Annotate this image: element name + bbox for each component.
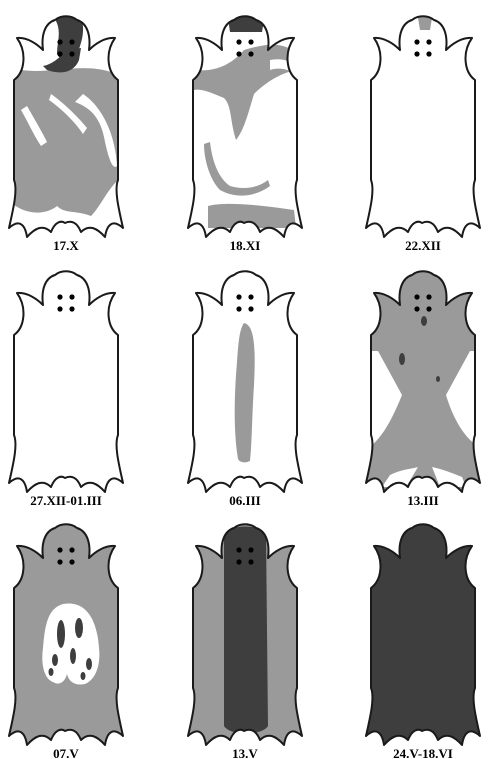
eye-dot <box>236 306 241 311</box>
eye-dot <box>414 306 419 311</box>
dark-spot <box>421 316 427 326</box>
pelt-panel: 27.XII-01.III <box>9 271 123 508</box>
eye-dot <box>248 39 253 44</box>
eye-dot <box>426 39 431 44</box>
eye-dot <box>426 51 431 56</box>
eye-dot <box>248 559 253 564</box>
pelt-panel: 07.V <box>9 524 123 759</box>
eye-dot <box>236 547 241 552</box>
eye-dot <box>248 547 253 552</box>
eye-dot <box>69 39 74 44</box>
eye-dot <box>57 547 62 552</box>
eye-dot <box>236 559 241 564</box>
eye-dot <box>414 294 419 299</box>
dark-spot <box>399 353 405 365</box>
dark-spot <box>52 654 58 666</box>
panel-caption: 06.III <box>229 493 260 508</box>
eye-dot <box>69 51 74 56</box>
panel-caption: 13.III <box>407 493 438 508</box>
eye-dot <box>57 559 62 564</box>
eye-dot <box>248 294 253 299</box>
panel-caption: 07.V <box>53 746 79 759</box>
pelt-panel: 22.XII <box>366 16 480 253</box>
dark-spot <box>81 672 86 680</box>
panel-caption: 17.X <box>53 238 79 253</box>
panel-caption: 13.V <box>232 746 258 759</box>
eye-dot <box>248 51 253 56</box>
panel-caption: 18.XI <box>230 238 261 253</box>
dark-spot <box>70 648 76 664</box>
eye-dot <box>236 294 241 299</box>
pelt-panel: 06.III <box>188 271 302 508</box>
eye-dot <box>57 39 62 44</box>
eye-dot <box>426 294 431 299</box>
eye-dot <box>248 306 253 311</box>
eye-dot <box>236 39 241 44</box>
eye-dot <box>69 547 74 552</box>
eye-dot <box>414 39 419 44</box>
eye-dot <box>69 306 74 311</box>
pelt-panel: 13.V <box>188 524 302 759</box>
pelt-body <box>366 16 480 237</box>
pelt-panel: 17.X <box>9 13 123 253</box>
pelt-panel: 13.III <box>366 271 480 508</box>
pelt-panel: 18.XI <box>188 14 302 253</box>
dark-spot <box>49 668 54 676</box>
eye-dot <box>69 294 74 299</box>
eye-dot <box>57 51 62 56</box>
eye-dot <box>236 51 241 56</box>
dark-spot <box>436 376 440 382</box>
panel-caption: 22.XII <box>405 238 441 253</box>
pelt-pattern <box>224 527 268 734</box>
dark-spot <box>57 620 65 648</box>
pelt-body <box>9 271 123 492</box>
eye-dot <box>69 559 74 564</box>
eye-dot <box>57 294 62 299</box>
eye-dot <box>414 51 419 56</box>
pelt-panel: 24.V-18.VI <box>366 524 480 759</box>
panel-caption: 24.V-18.VI <box>393 746 453 759</box>
eye-dot <box>57 306 62 311</box>
dark-spot <box>75 618 83 638</box>
pelt-body <box>366 524 480 745</box>
eye-dot <box>426 306 431 311</box>
dark-spot <box>86 658 92 670</box>
panel-caption: 27.XII-01.III <box>30 493 102 508</box>
